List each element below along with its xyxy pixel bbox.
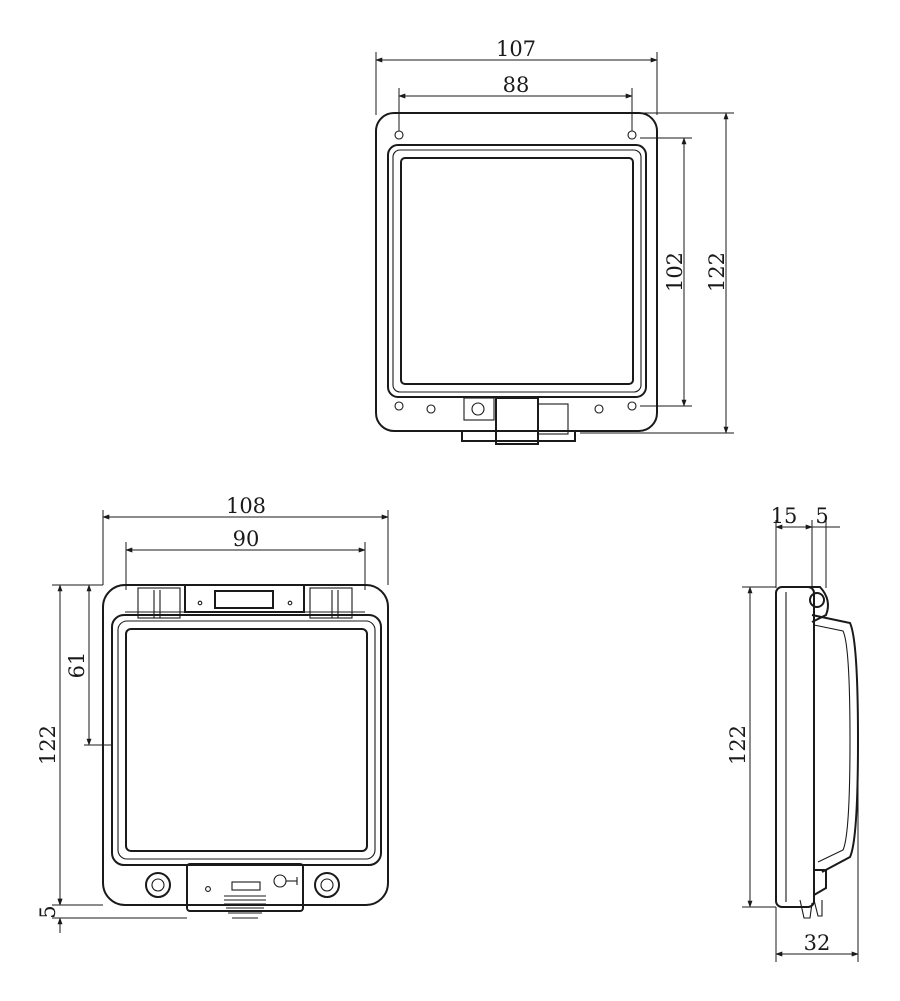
front-view-screw-right-inner	[320, 878, 334, 892]
dim-front-bottom-gap: 5	[36, 905, 60, 918]
front-view-top-bracket	[184, 585, 305, 613]
dim-side-depth-base: 15	[771, 504, 798, 528]
front-view-screw-right-outer	[314, 872, 340, 898]
dim-front-hinge-offset: 61	[65, 652, 89, 679]
dim-top-height-inner: 102	[663, 252, 687, 292]
dim-front-height-outer: 122	[36, 725, 60, 765]
front-view: 108 90 61 122 5	[36, 494, 389, 933]
side-view-latch	[813, 869, 827, 896]
side-view-base	[775, 586, 815, 908]
dim-side-height: 122	[726, 725, 750, 765]
side-view-cover-inner	[813, 624, 851, 863]
top-view-window-mid	[392, 149, 642, 393]
top-view-latch-left	[463, 397, 495, 421]
front-view-window-outer	[111, 614, 382, 866]
side-view-hinge-pin	[809, 592, 825, 608]
top-view-hole-br	[627, 401, 637, 411]
top-view-bottom-tab	[461, 431, 576, 442]
front-view-hinge-left	[137, 587, 181, 619]
front-view-label-slot	[214, 590, 274, 609]
dim-side-depth-total: 32	[804, 931, 831, 955]
dim-side-depth-rim: 5	[815, 504, 828, 528]
front-view-hinge-right	[309, 587, 353, 619]
top-view-hole-tr	[627, 130, 637, 140]
top-view-hole-tl	[394, 130, 404, 140]
top-view: 107 88 102 122	[375, 37, 734, 445]
top-view-latch-center	[495, 397, 539, 445]
dim-front-width-inner: 90	[233, 527, 260, 551]
dim-front-width-outer: 108	[226, 494, 266, 518]
side-view-hinge	[795, 586, 829, 623]
side-view-cover	[811, 614, 860, 873]
top-view-hole-bl	[394, 401, 404, 411]
front-view-window-inner	[125, 628, 368, 852]
front-view-outer-frame	[102, 584, 389, 906]
side-view: 15 5 122 32	[726, 504, 860, 962]
top-view-hole-br2	[594, 404, 604, 414]
front-view-window-mid	[117, 620, 376, 860]
dim-top-hole-spacing: 88	[503, 73, 530, 97]
top-view-latch-knob	[471, 402, 485, 416]
front-view-screw-left-inner	[151, 878, 165, 892]
dim-top-height-outer: 122	[705, 252, 729, 292]
top-view-hole-bl2	[426, 404, 436, 414]
front-view-latch	[186, 863, 304, 912]
top-view-latch-right	[537, 403, 569, 435]
top-view-window-inner	[400, 157, 634, 385]
front-view-screw-left-outer	[145, 872, 171, 898]
dim-top-width-outer: 107	[496, 37, 536, 61]
top-view-outer-frame	[375, 112, 658, 432]
top-view-window-outer	[387, 144, 647, 398]
